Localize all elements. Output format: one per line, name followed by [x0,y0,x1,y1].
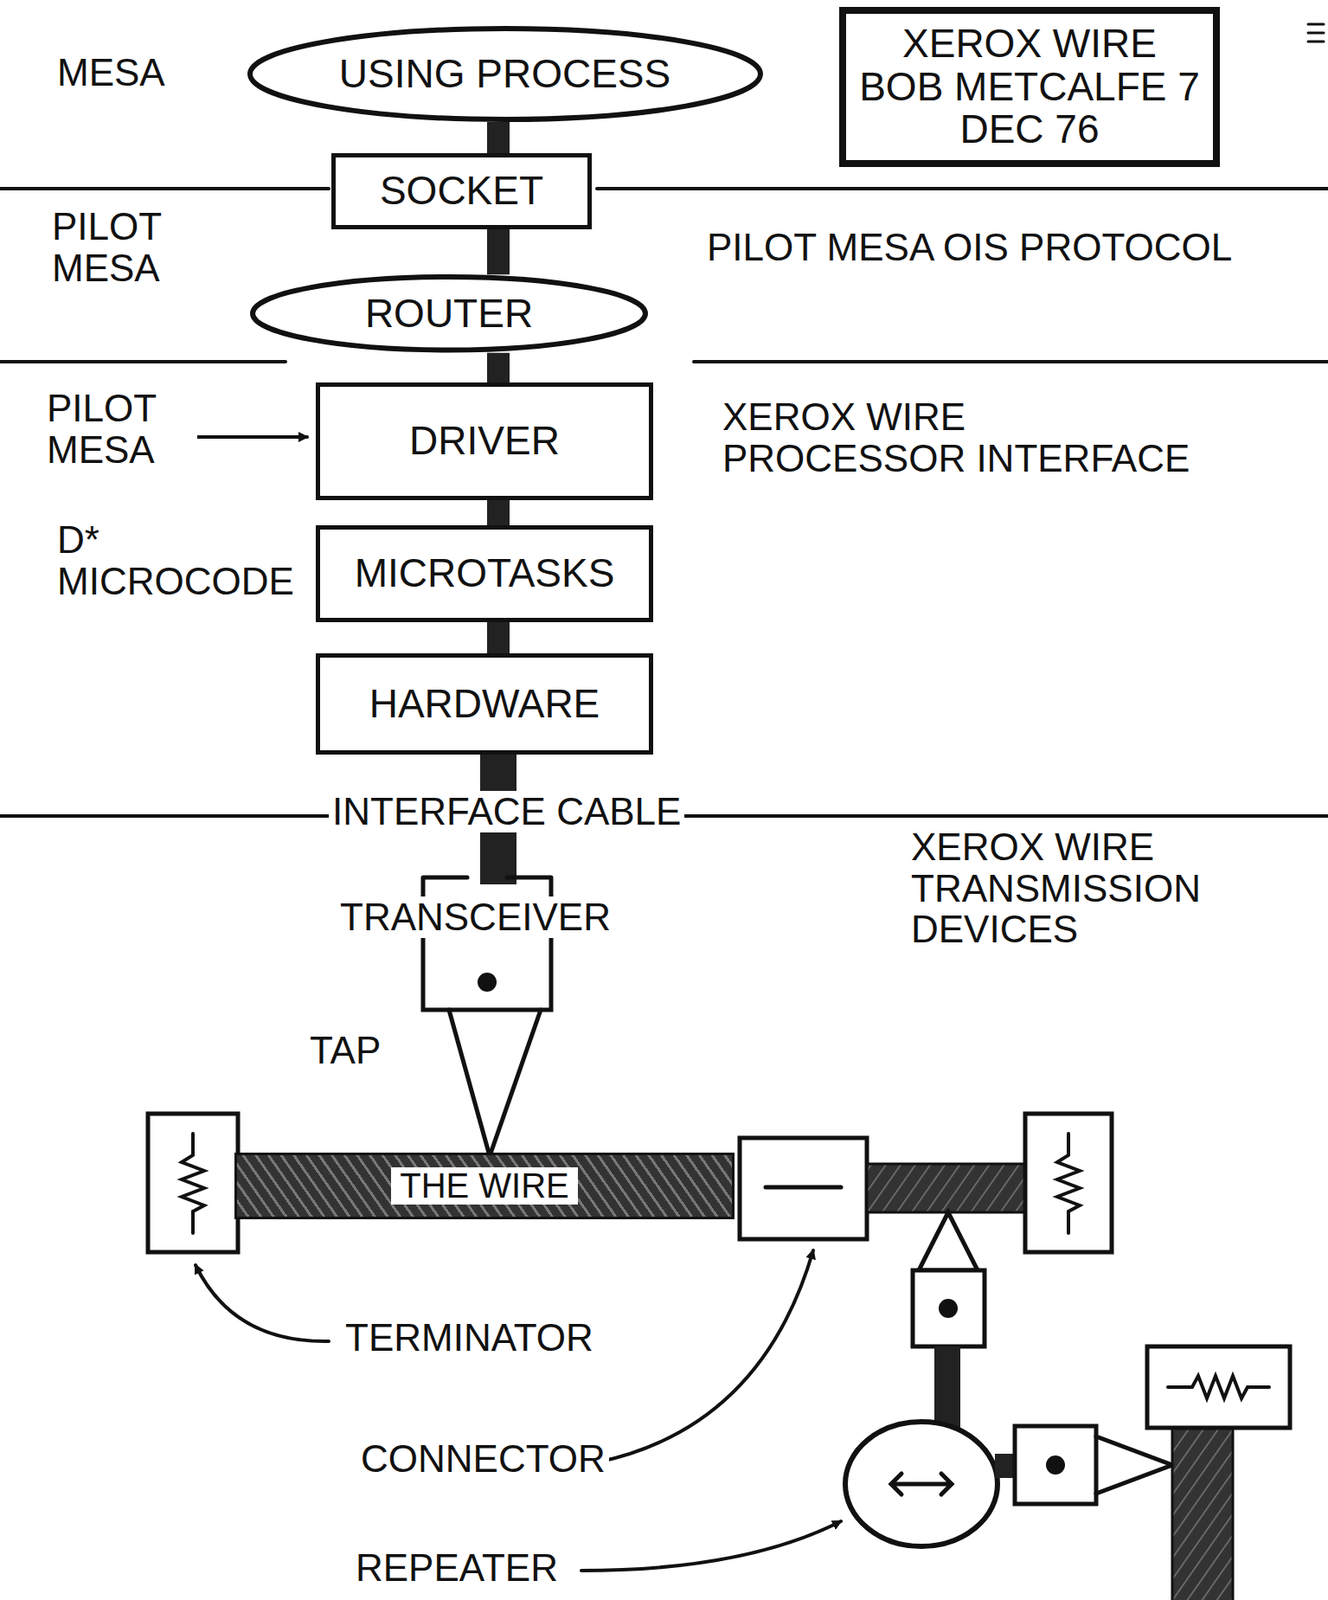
layer-name: PILOT MESA [48,205,229,289]
stack-connector [487,352,510,383]
node-text: DRIVER [409,419,560,463]
layer-rule [0,359,286,364]
router-ellipse: ROUTER [250,274,648,353]
transceiver-dot [938,1298,958,1318]
transceiver-dot [477,972,497,992]
edge-mark [1308,40,1324,44]
hardware-box: HARDWARE [315,653,654,755]
resistor-symbol [1167,1375,1270,1399]
leader-arrow [581,1520,841,1571]
pointer-arrow [194,435,308,439]
resistor-symbol [1057,1133,1080,1233]
tap [1096,1436,1173,1494]
part-name: TRANSCEIVER [336,896,615,938]
wire-segment [1172,1427,1233,1600]
interface-name: XEROX WIRE PROCESSOR INTERFACE [718,396,1211,479]
layer-name: D* MICROCODE [53,519,277,602]
stack-connector [487,229,510,275]
transceiver [1014,1425,1097,1504]
connector-mark [765,1185,841,1190]
layer-name: PILOT MESA [43,387,198,470]
node-text: USING PROCESS [339,52,671,97]
tap [918,1212,978,1271]
device-group: XEROX WIRE TRANSMISSION DEVICES [907,826,1278,950]
tap [449,1009,541,1156]
node-text: MICROTASKS [354,551,616,596]
transceiver-dot [1045,1455,1065,1475]
resistor-symbol [181,1133,205,1233]
layer-rule [0,186,329,191]
terminator [1147,1346,1290,1428]
process-ellipse: USING PROCESS [247,25,764,122]
leader-arrow [596,1250,814,1463]
repeater-arrow [891,1473,952,1495]
microtasks-box: MICROTASKS [315,525,654,623]
part-name: CONNECTOR [357,1437,610,1480]
node-text: XEROX WIRE BOB METCALFE 7 DEC 76 [858,22,1201,152]
part-name: TAP [306,1029,385,1072]
repeater [845,1421,998,1547]
node-text: THE WIRE [391,1167,578,1205]
node-text: HARDWARE [369,682,601,726]
leader-arrow [195,1264,329,1341]
socket-box: SOCKET [331,153,592,230]
wire-segment [866,1163,1026,1213]
part-name: TERMINATOR [341,1316,597,1359]
connector [739,1137,867,1239]
edge-mark [1308,32,1324,35]
terminator [147,1113,238,1252]
node-text: SOCKET [379,169,544,213]
driver-box: DRIVER [315,382,654,501]
node-text: ROUTER [365,292,533,336]
layer-rule [693,359,1328,364]
stack-connector [487,500,510,526]
terminator [1025,1113,1112,1252]
repeater-cable [934,1346,961,1428]
edge-mark [1308,23,1324,26]
layer-rule [596,186,1328,191]
layer-name: MESA [53,51,169,94]
title-box: XEROX WIRE BOB METCALFE 7 DEC 76 [839,6,1220,167]
protocol-name: PILOT MESA OIS PROTOCOL [703,226,1236,269]
part-name: REPEATER [352,1546,562,1589]
wire-band: THE WIRE [234,1152,735,1219]
transceiver [912,1270,985,1347]
cable-label: INTERFACE CABLE [328,790,685,833]
stack-connector [487,622,510,654]
stack-connector [487,121,510,154]
